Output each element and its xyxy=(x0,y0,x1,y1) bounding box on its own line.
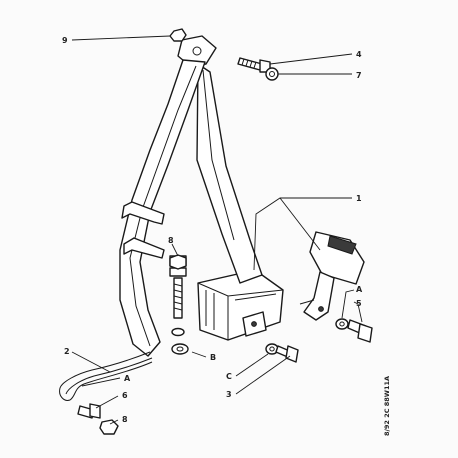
callout-3: 3 xyxy=(226,390,232,399)
callout-4: 4 xyxy=(356,50,362,59)
bolt-4 xyxy=(237,57,271,73)
callout-6: 6 xyxy=(122,391,128,400)
anchor-washer-b xyxy=(171,343,189,355)
callout-a-right: A xyxy=(356,285,363,294)
bolt-5 xyxy=(347,319,373,343)
spacer-7 xyxy=(265,67,279,81)
leader-lines xyxy=(71,35,363,425)
strap-clip-upper xyxy=(121,201,165,225)
nut-8-lower xyxy=(99,419,119,435)
nut-9 xyxy=(169,28,187,42)
callout-7: 7 xyxy=(356,71,362,80)
seat-belt-buckle xyxy=(299,231,365,321)
bolt-6 xyxy=(77,403,101,419)
callout-8-bottom: 8 xyxy=(122,415,128,424)
callout-9: 9 xyxy=(62,36,68,45)
callout-labels: 9 4 7 1 8 A 5 2 B A 6 8 C 3 xyxy=(62,36,363,424)
bolt-3 xyxy=(275,345,299,363)
retractor-mounting-plate xyxy=(242,311,267,337)
callout-5: 5 xyxy=(356,299,362,308)
belt-webbing-upper xyxy=(196,63,263,284)
floor-anchor-cable xyxy=(59,351,153,401)
callout-c: C xyxy=(226,372,232,381)
nut-8-upper xyxy=(169,254,187,270)
callout-8-top: 8 xyxy=(168,236,174,245)
callout-1: 1 xyxy=(356,194,362,203)
upper-anchor-bracket xyxy=(177,35,217,67)
callout-b: B xyxy=(210,353,216,362)
reference-code: 8/92 2C 88W11A xyxy=(383,376,391,436)
washer-c xyxy=(265,343,279,355)
callout-a-left: A xyxy=(124,374,131,383)
callout-2: 2 xyxy=(64,347,70,356)
washer-a-right xyxy=(335,318,349,330)
strap-clip-lower xyxy=(123,237,165,259)
